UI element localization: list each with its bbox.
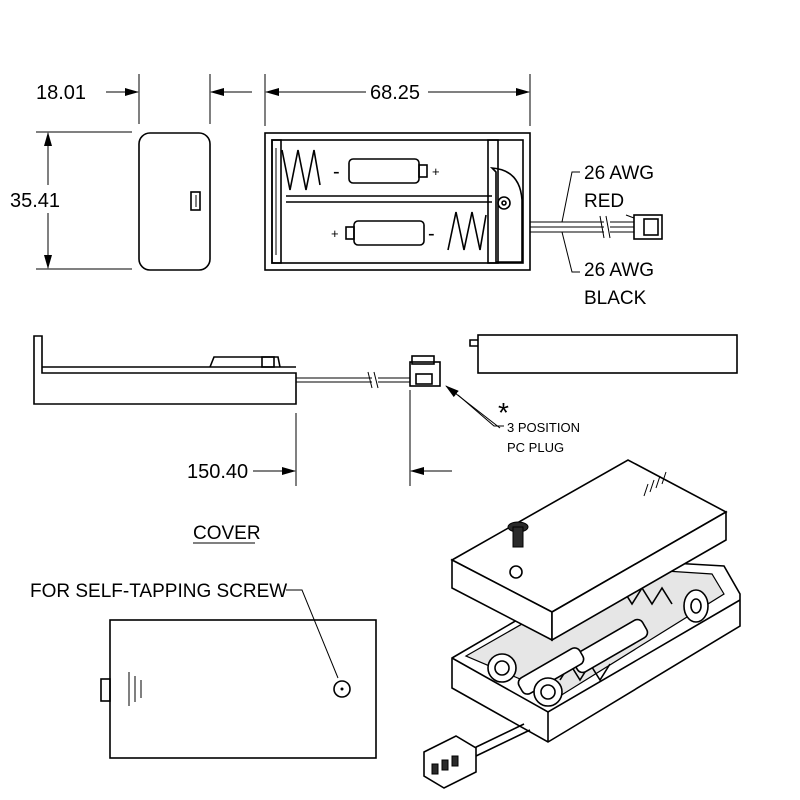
connector-asterisk: * (498, 397, 509, 428)
cover-section: COVER FOR SELF-TAPPING SCREW (30, 523, 377, 759)
plug-front-view (409, 361, 441, 387)
dimension-depth-label: 18.01 (36, 82, 86, 104)
dimension-length-label: 68.25 (370, 82, 420, 104)
dimension-height-label: 35.41 (10, 190, 60, 212)
cover-title: COVER (193, 523, 261, 544)
battery-bottom (353, 220, 425, 246)
wire-black-color: BLACK (584, 288, 647, 309)
wire-red-color: RED (584, 191, 624, 212)
connector-top-view (633, 214, 663, 240)
height-dimension: 35.41 (10, 131, 132, 270)
cover-plate (109, 619, 377, 759)
wire-black-gauge: 26 AWG (584, 260, 654, 281)
depth-dimension: 18.01 (36, 74, 252, 124)
connector-label-line2: PC PLUG (507, 440, 564, 455)
side-view (138, 132, 211, 271)
screw-note: FOR SELF-TAPPING SCREW (30, 581, 287, 602)
spring-bottom-right (447, 211, 487, 251)
isometric-view (423, 459, 741, 789)
connector-label-line1: 3 POSITION (507, 420, 580, 435)
battery-top (348, 158, 420, 184)
battery-bottom-minus: - (428, 223, 435, 245)
top-view-holder: - + + - 26 AWG RED 26 AWG BLACK (264, 132, 663, 309)
connector-callout: * 3 POSITION PC PLUG (445, 385, 580, 455)
front-view-holder (33, 335, 441, 405)
wire-red-gauge: 26 AWG (584, 163, 654, 184)
spring-top-left (281, 149, 321, 191)
battery-top-plus: + (432, 164, 440, 179)
cover-side-view (469, 334, 738, 374)
cable-length-dimension: 150.40 (187, 400, 452, 486)
length-dimension: 68.25 (264, 74, 531, 126)
screw-hole (333, 680, 351, 698)
battery-bottom-plus: + (331, 226, 339, 241)
battery-top-minus: - (333, 161, 340, 183)
dimension-cable-label: 150.40 (187, 461, 248, 483)
